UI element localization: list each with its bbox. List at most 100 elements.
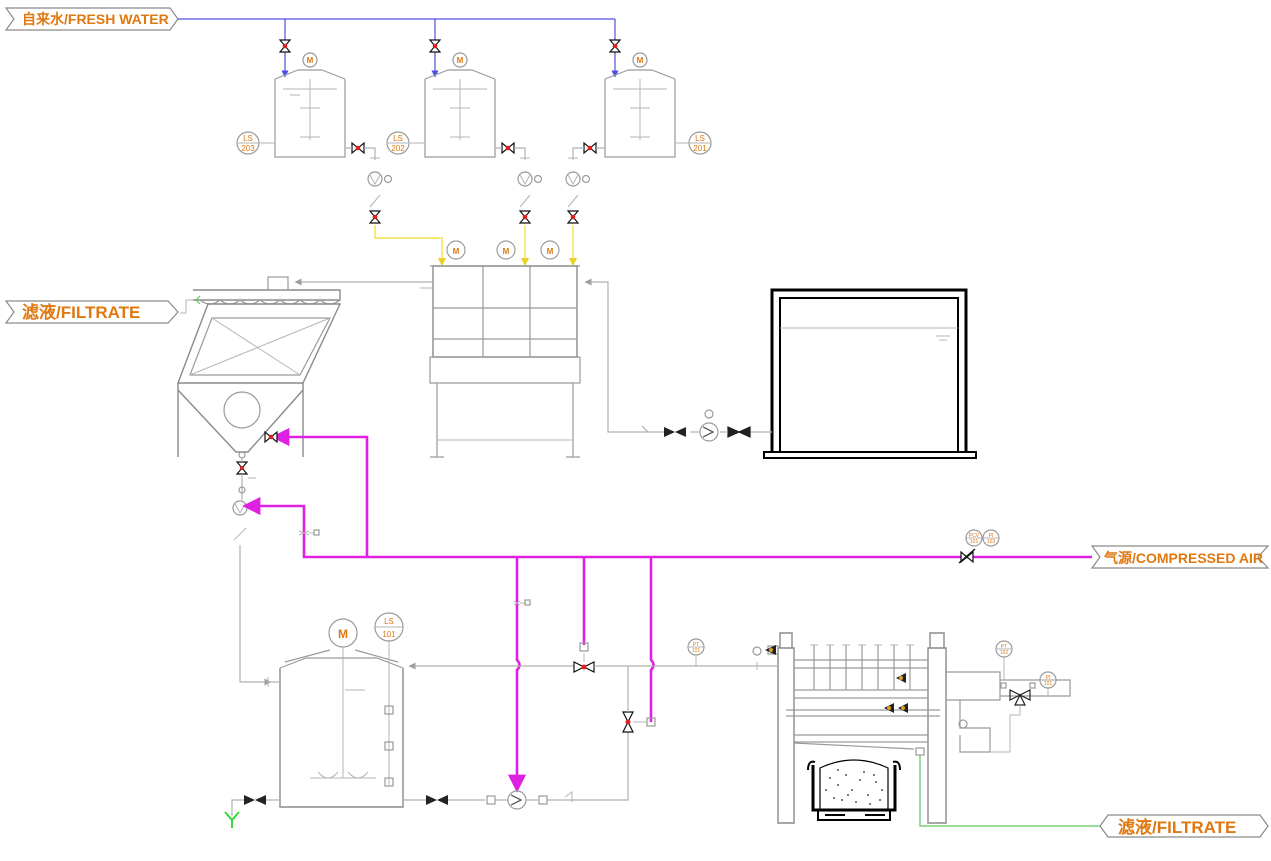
pressure-indicator-pi101: PI 101 — [1039, 671, 1057, 696]
svg-text:PCV: PCV — [969, 533, 980, 539]
svg-text:PT: PT — [693, 642, 699, 648]
filtrate-top-label: 滤液/FILTRATE — [22, 302, 140, 322]
small-valve — [298, 530, 314, 536]
pressure-control-valve-pcv101[interactable]: PCV 101 — [958, 529, 983, 564]
motor-icon — [452, 52, 468, 68]
return-line — [588, 282, 664, 433]
svg-text:101: 101 — [970, 539, 979, 545]
sludge-cart — [807, 759, 901, 821]
sludge-line — [239, 545, 272, 686]
svg-text:LS: LS — [695, 134, 705, 143]
gate-valve-icon[interactable] — [244, 795, 266, 805]
feed-tank: M — [279, 618, 404, 808]
gate-valve-icon[interactable] — [566, 210, 580, 224]
check-valve-icon — [233, 527, 247, 541]
fresh-water-label: 自来水/FRESH WATER — [22, 11, 169, 27]
svg-text:101: 101 — [692, 648, 701, 654]
filter-press — [767, 632, 1071, 824]
svg-text:PI: PI — [1046, 675, 1051, 681]
gate-valve-icon[interactable] — [501, 141, 515, 155]
gate-valve-icon[interactable] — [884, 703, 908, 713]
gate-valve-icon[interactable] — [428, 39, 442, 53]
level-switch-ls203: LS 203 — [236, 131, 275, 155]
svg-text:201: 201 — [693, 144, 707, 153]
control-valve-2[interactable] — [622, 711, 656, 733]
compressed-air-flag: 气源/COMPRESSED AIR — [1090, 545, 1270, 569]
svg-text:M: M — [307, 56, 314, 65]
gate-valve-icon[interactable] — [896, 673, 906, 683]
air-to-feed-pump — [507, 557, 527, 793]
svg-text:LS: LS — [393, 134, 403, 143]
centrifugal-pump-icon[interactable] — [507, 790, 527, 810]
level-switch-ls202: LS 202 — [386, 131, 425, 155]
svg-text:102: 102 — [1000, 650, 1009, 656]
motor-icon — [446, 240, 466, 260]
drain-pipe — [231, 799, 244, 816]
gate-valve-icon[interactable] — [235, 461, 249, 475]
svg-text:M: M — [503, 247, 510, 256]
filtrate-bottom-label: 滤液/FILTRATE — [1118, 817, 1236, 837]
gate-valve-icon[interactable] — [368, 210, 382, 224]
filtrate-indicator — [195, 295, 201, 305]
svg-text:PT: PT — [1001, 644, 1007, 650]
svg-text:101: 101 — [382, 630, 396, 639]
filtrate-bottom-line — [919, 755, 1100, 827]
motor-icon — [540, 240, 560, 260]
centrifugal-pump-icon[interactable] — [565, 171, 581, 187]
svg-text:103: 103 — [987, 539, 996, 545]
pressure-indicator-pi103: PI 103 — [982, 529, 1000, 547]
compressed-air-label: 气源/COMPRESSED AIR — [1103, 550, 1263, 566]
compressed-air-header — [302, 533, 1092, 559]
dosing-line-1 — [374, 225, 447, 267]
sludge-pump[interactable] — [232, 500, 248, 516]
settler-tank — [176, 276, 342, 459]
svg-text:LS: LS — [384, 617, 394, 626]
svg-text:M: M — [637, 56, 644, 65]
motor-icon — [496, 240, 516, 260]
fresh-water-flag: 自来水/FRESH WATER — [4, 7, 179, 31]
centrifugal-pump-icon[interactable] — [367, 171, 383, 187]
motor-icon — [632, 52, 648, 68]
filter-feed-line — [547, 731, 629, 801]
air-to-settler — [271, 427, 369, 557]
transfer-pump[interactable] — [699, 409, 719, 442]
gate-valve-icon[interactable] — [765, 645, 776, 655]
feed-pump[interactable] — [507, 790, 527, 810]
dosing-pump-3[interactable] — [565, 154, 591, 208]
gate-valve-icon[interactable] — [264, 430, 278, 444]
dosing-pump-2[interactable] — [517, 154, 543, 208]
centrifugal-pump-icon[interactable] — [699, 422, 719, 442]
svg-text:M: M — [457, 56, 464, 65]
gate-valve-icon[interactable] — [351, 141, 365, 155]
filtrate-top-flag: 滤液/FILTRATE — [4, 300, 179, 324]
svg-text:M: M — [338, 627, 348, 641]
pressure-transmitter-pt101: PT 101 — [687, 638, 705, 666]
gate-valve-icon[interactable] — [664, 427, 686, 437]
check-valve-icon — [564, 791, 573, 802]
svg-text:202: 202 — [391, 144, 405, 153]
dosing-tank-1: M — [274, 52, 346, 158]
motor-icon — [328, 618, 358, 648]
centrifugal-pump-icon[interactable] — [517, 171, 533, 187]
gate-valve-icon[interactable] — [583, 141, 597, 155]
pressure-transmitter-pt102: PT 102 — [995, 640, 1013, 680]
svg-text:101: 101 — [1044, 681, 1053, 687]
three-way-valve[interactable] — [990, 682, 1036, 753]
dosing-pump-1[interactable] — [367, 154, 393, 208]
gate-valve-icon[interactable] — [278, 39, 292, 53]
level-switch-ls201: LS 201 — [675, 131, 712, 155]
storage-tank — [763, 288, 977, 459]
svg-text:M: M — [547, 247, 554, 256]
gate-valve-icon[interactable] — [608, 39, 622, 53]
gate-valve-icon[interactable] — [518, 210, 532, 224]
gate-valve-icon[interactable] — [426, 795, 448, 805]
svg-text:LS: LS — [243, 134, 253, 143]
air-to-actuator-2 — [649, 557, 655, 722]
air-to-pump — [242, 496, 306, 533]
control-valve-1[interactable] — [573, 642, 595, 673]
drain-icon — [224, 811, 240, 828]
motor-icon — [302, 52, 318, 68]
gate-valve-icon[interactable] — [727, 426, 751, 438]
level-switch-ls101: LS 101 — [374, 612, 404, 642]
